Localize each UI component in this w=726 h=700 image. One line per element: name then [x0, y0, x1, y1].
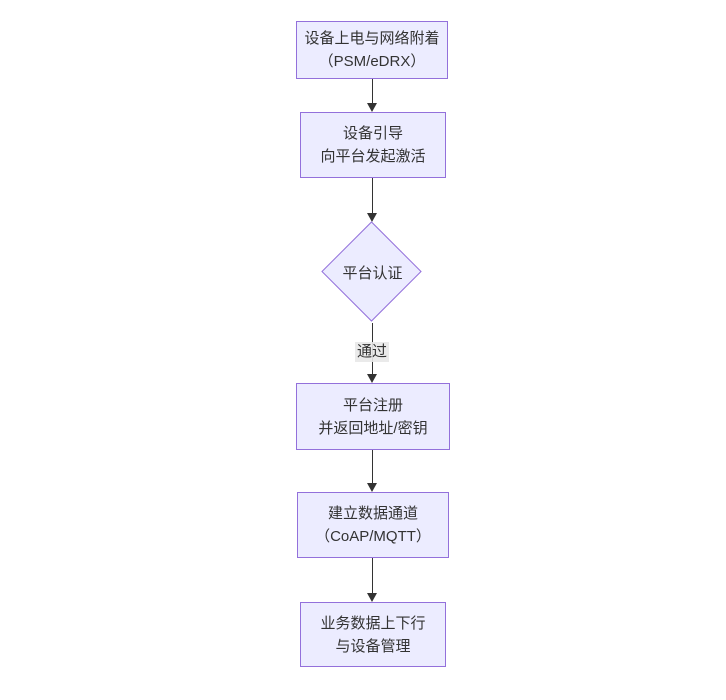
- arrow-down-1: [366, 79, 379, 112]
- node-text-line: 设备引导: [342, 125, 403, 142]
- node-platform-register: 平台注册 并返回地址/密钥: [296, 383, 450, 450]
- arrow-line: [372, 558, 373, 595]
- arrow-down-4: [366, 450, 379, 492]
- node-text-line: 并返回地址/密钥: [318, 419, 428, 437]
- arrow-line: [372, 450, 373, 485]
- node-text-line: （PSM/eDRX）: [318, 53, 426, 70]
- node-text-line: 设备上电与网络附着: [304, 30, 440, 47]
- arrow-down-5: [366, 558, 379, 602]
- arrowhead-icon: [367, 103, 377, 112]
- node-text-line: 与设备管理: [335, 637, 411, 655]
- node-text-line: 平台注册: [342, 396, 403, 414]
- node-text-line: 向平台发起激活: [320, 148, 426, 165]
- node-business-data: 业务数据上下行 与设备管理: [300, 602, 446, 667]
- node-text-line: （CoAP/MQTT）: [315, 528, 431, 545]
- node-text-line: 平台认证: [342, 265, 403, 282]
- node-platform-auth: 平台认证: [321, 221, 423, 323]
- node-data-channel: 建立数据通道 （CoAP/MQTT）: [297, 492, 449, 558]
- arrowhead-icon: [367, 593, 377, 602]
- node-text-line: 建立数据通道: [327, 505, 418, 522]
- arrow-down-2: [366, 178, 379, 222]
- arrowhead-icon: [367, 374, 377, 383]
- arrow-line: [372, 178, 373, 215]
- arrowhead-icon: [367, 483, 377, 492]
- edge-label-pass: 通过: [354, 342, 390, 362]
- arrowhead-icon: [367, 213, 377, 222]
- node-text-line: 业务数据上下行: [320, 614, 426, 632]
- arrow-line: [372, 79, 373, 105]
- node-power-network-attach: 设备上电与网络附着 （PSM/eDRX）: [296, 21, 448, 79]
- node-device-bootstrap: 设备引导 向平台发起激活: [300, 112, 446, 178]
